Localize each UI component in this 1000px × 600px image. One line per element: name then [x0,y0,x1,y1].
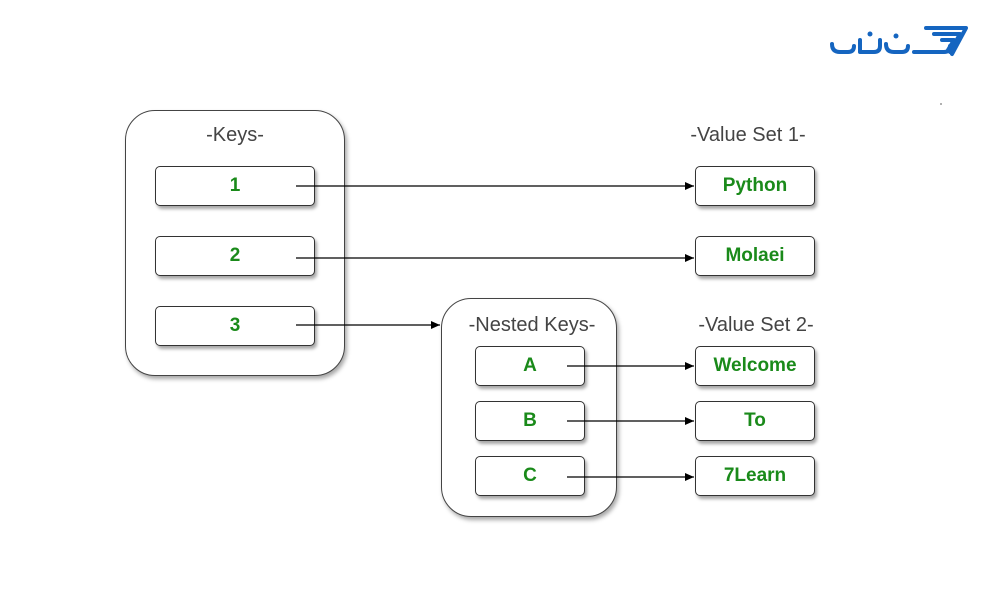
value-cell-molaei: Molaei [695,236,815,276]
key-cell-3: 3 [155,306,315,346]
nested-key-cell-a: A [475,346,585,386]
value-cell-welcome: Welcome [695,346,815,386]
value-label: 7Learn [723,465,787,486]
nested-key-label: C [523,465,537,486]
value-cell-to: To [695,401,815,441]
sevenlearn-logo [826,22,972,67]
value-label: Molaei [725,245,785,266]
value-label: To [744,410,766,431]
key-label: 3 [229,315,241,336]
value-set-1-title: -Value Set 1- [690,124,806,146]
keys-title: -Keys- [206,124,264,146]
nested-key-label: B [523,410,537,431]
value-label: Python [722,175,788,196]
key-label: 1 [229,175,241,196]
value-set-2-title: -Value Set 2- [698,314,814,336]
key-cell-2: 2 [155,236,315,276]
key-cell-1: 1 [155,166,315,206]
key-label: 2 [229,245,241,266]
value-cell-7learn: 7Learn [695,456,815,496]
nested-key-cell-c: C [475,456,585,496]
value-cell-python: Python [695,166,815,206]
value-label: Welcome [713,355,797,376]
nested-key-label: A [523,355,537,376]
nested-keys-title: -Nested Keys- [468,314,596,336]
decorative-dot [940,103,942,105]
nested-key-cell-b: B [475,401,585,441]
